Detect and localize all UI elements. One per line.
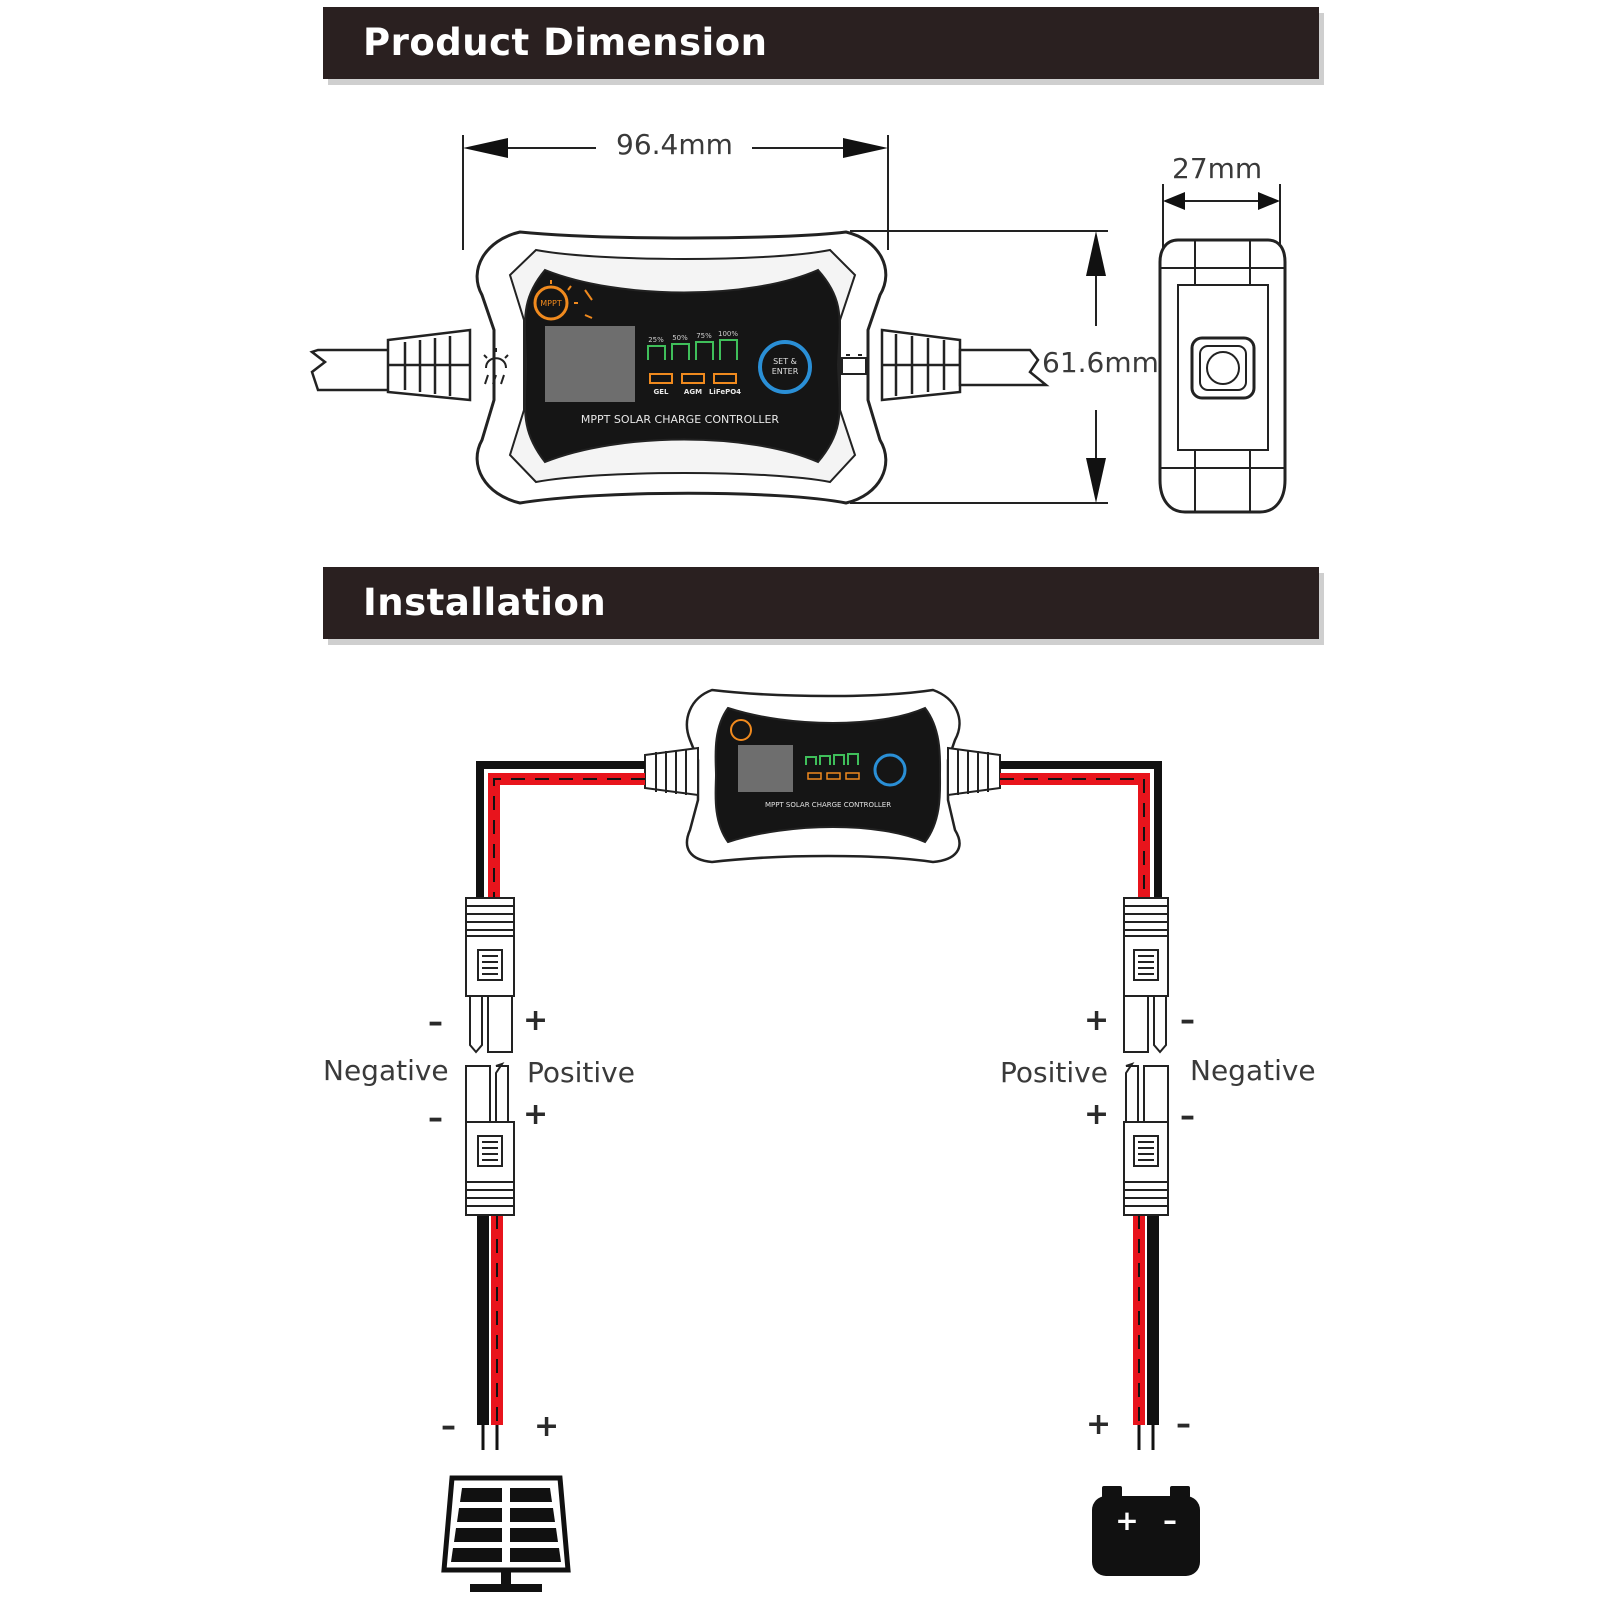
lcd-screen <box>545 326 635 402</box>
left-negative-label: Negative <box>323 1054 449 1087</box>
button-label-line2: ENTER <box>772 367 799 376</box>
battery-type-indicators <box>649 373 737 384</box>
installation-title: Installation <box>363 581 607 624</box>
left-bottom-plus: + <box>534 1409 560 1444</box>
type-lifepo4: LiFePO4 <box>709 388 741 396</box>
level-50: 50% <box>672 334 688 342</box>
product-dimension-title: Product Dimension <box>363 21 768 64</box>
height-dimension-line <box>850 230 1108 504</box>
right-upper-plus: + <box>1084 1003 1110 1038</box>
right-negative-label: Negative <box>1190 1054 1316 1087</box>
left-lower-minus: – <box>428 1101 443 1136</box>
right-lower-plus: + <box>1084 1097 1110 1132</box>
solar-port-icon <box>483 348 509 385</box>
level-100: 100% <box>718 330 738 338</box>
right-bottom-minus: – <box>1176 1407 1191 1442</box>
product-dimension-banner: Product Dimension <box>323 7 1319 79</box>
device-name: MPPT SOLAR CHARGE CONTROLLER <box>581 413 780 426</box>
right-upper-minus: – <box>1180 1003 1195 1038</box>
left-wire <box>476 761 645 1450</box>
installation-device-name: MPPT SOLAR CHARGE CONTROLLER <box>765 801 891 809</box>
solar-panel-icon <box>441 1475 571 1592</box>
mppt-logo-icon: MPPT <box>533 280 593 321</box>
right-cable <box>880 328 1050 402</box>
mppt-logo-text: MPPT <box>540 299 562 308</box>
left-sae-connector <box>465 897 515 1216</box>
installation-banner: Installation <box>323 567 1319 639</box>
level-75: 75% <box>696 332 712 340</box>
controller-front-view: MPPT 25% 50% 75% 100% GEL AGM LiFePO4 <box>475 230 888 505</box>
battery-port-icon <box>841 354 867 375</box>
right-bottom-plus: + <box>1086 1407 1112 1442</box>
right-wire <box>1000 761 1162 1450</box>
battery-plus-sign: + <box>1115 1504 1138 1537</box>
left-lower-plus: + <box>523 1097 549 1132</box>
depth-dimension-line <box>1162 184 1281 250</box>
level-25: 25% <box>648 336 664 344</box>
button-label-line1: SET & <box>773 357 797 366</box>
left-positive-label: Positive <box>527 1056 635 1089</box>
right-lower-minus: – <box>1180 1099 1195 1134</box>
level-indicators <box>647 339 738 360</box>
width-label: 96.4mm <box>616 128 733 161</box>
left-cable <box>309 328 472 402</box>
type-agm: AGM <box>684 388 702 396</box>
left-upper-minus: – <box>428 1005 443 1040</box>
installation-controller: MPPT SOLAR CHARGE CONTROLLER <box>685 688 961 864</box>
height-label: 61.6mm <box>1042 346 1159 379</box>
type-gel: GEL <box>654 388 670 396</box>
left-upper-plus: + <box>523 1003 549 1038</box>
controller-side-view <box>1158 238 1287 514</box>
battery-icon: + – <box>1092 1486 1200 1576</box>
right-sae-connector <box>1123 897 1169 1216</box>
battery-minus-sign: – <box>1163 1504 1177 1537</box>
set-enter-button: SET & ENTER <box>758 340 812 394</box>
left-bottom-minus: – <box>441 1409 456 1444</box>
depth-label: 27mm <box>1172 152 1263 185</box>
right-positive-label: Positive <box>1000 1056 1108 1089</box>
